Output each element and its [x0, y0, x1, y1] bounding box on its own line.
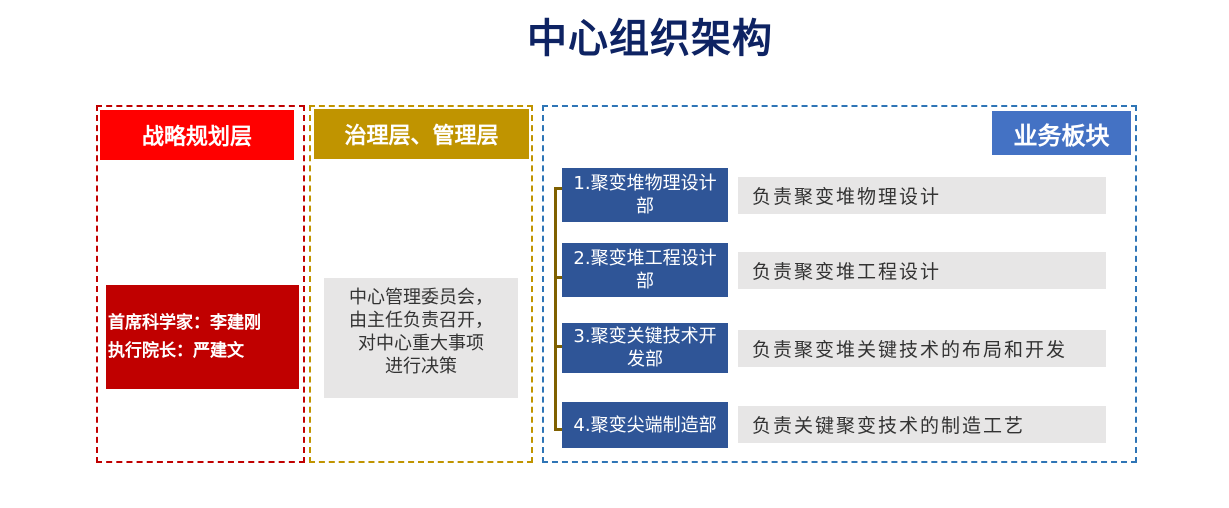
leaders-box: 首席科学家：李建刚 执行院长：严建文 [106, 285, 299, 389]
department-description-2: 负责聚变堆工程设计 [738, 252, 1106, 289]
connector-branch [554, 345, 564, 348]
business-panel [542, 105, 1137, 463]
page-title: 中心组织架构 [527, 16, 773, 62]
connector-branch [554, 428, 564, 431]
connector-branch [554, 276, 564, 279]
department-box-1: 1.聚变堆物理设计部 [562, 168, 728, 222]
management-committee-box: 中心管理委员会， 由主任负责召开， 对中心重大事项 进行决策 [324, 278, 518, 398]
chief-scientist: 首席科学家：李建刚 [108, 313, 261, 333]
connector-line [554, 187, 557, 429]
gov-line: 中心管理委员会， [349, 287, 493, 308]
gov-line: 进行决策 [385, 356, 457, 377]
strategy-header: 战略规划层 [100, 110, 294, 160]
department-description-4: 负责关键聚变技术的制造工艺 [738, 406, 1106, 443]
department-box-4: 4.聚变尖端制造部 [562, 402, 728, 448]
department-box-2: 2.聚变堆工程设计部 [562, 243, 728, 297]
gov-line: 对中心重大事项 [358, 333, 484, 354]
governance-panel [309, 105, 533, 463]
department-box-3: 3.聚变关键技术开发部 [562, 323, 728, 373]
department-description-1: 负责聚变堆物理设计 [738, 177, 1106, 214]
strategy-panel [96, 105, 305, 463]
department-description-3: 负责聚变堆关键技术的布局和开发 [738, 330, 1106, 367]
business-header: 业务板块 [992, 111, 1131, 155]
connector-branch [554, 187, 564, 190]
governance-header: 治理层、管理层 [314, 109, 529, 159]
executive-dean: 执行院长：严建文 [108, 341, 244, 361]
gov-line: 由主任负责召开， [349, 310, 493, 331]
